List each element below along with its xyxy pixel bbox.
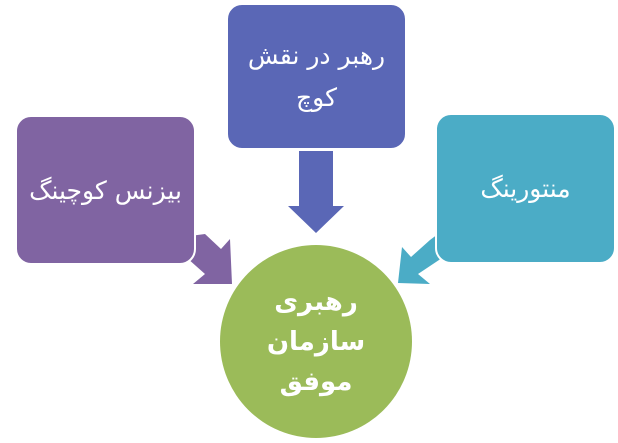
center-circle-successful-leadership: رهبری سازمان موفق: [220, 245, 412, 438]
node-mentoring-label: منتورینگ: [480, 174, 571, 203]
arrow-down-icon: [288, 151, 344, 233]
node-mentoring: منتورینگ: [435, 113, 616, 264]
center-circle-label: رهبری سازمان موفق: [266, 286, 366, 397]
node-business-coaching: بیزنس کوچینگ: [15, 115, 196, 265]
node-coach-leader-label: رهبر در نقش کوچ: [247, 40, 386, 112]
node-coach-leader: رهبر در نقش کوچ: [226, 3, 407, 150]
node-business-coaching-label: بیزنس کوچینگ: [29, 175, 182, 205]
